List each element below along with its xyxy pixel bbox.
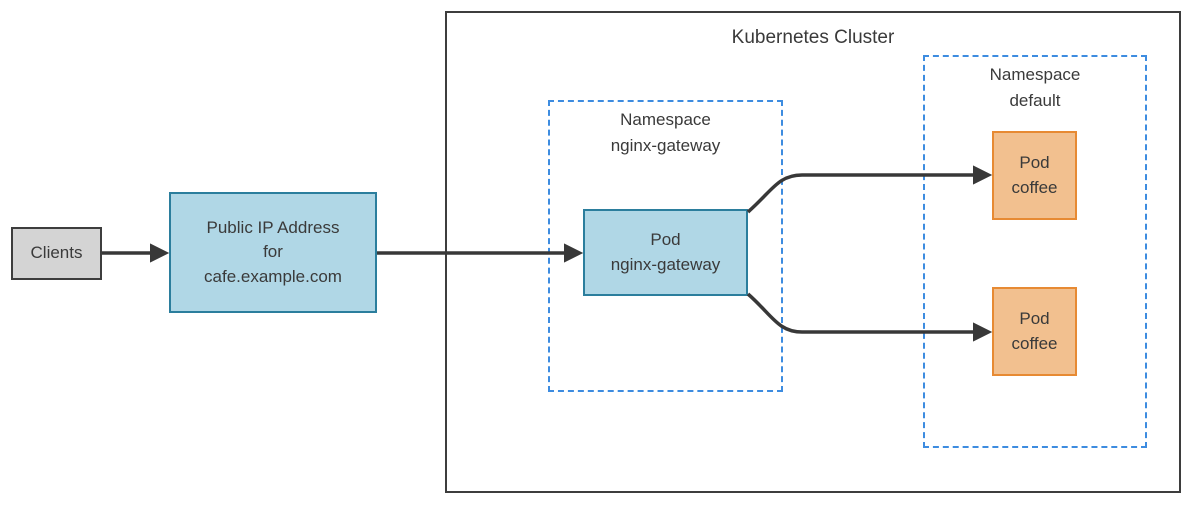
pod-coffee-node-1: Pod coffee xyxy=(992,131,1077,220)
kubernetes-cluster-title: Kubernetes Cluster xyxy=(731,27,895,48)
pod-nginx-gateway-node: Pod nginx-gateway xyxy=(583,209,748,296)
namespace-default-box: Namespace default xyxy=(923,55,1147,448)
namespace-nginx-gateway-box: Namespace nginx-gateway xyxy=(548,100,783,392)
namespace-nginx-gateway-title: Namespace nginx-gateway xyxy=(610,110,721,156)
clients-node: Clients xyxy=(11,227,102,280)
namespace-default-title: Namespace default xyxy=(989,65,1081,111)
public-ip-node: Public IP Address for cafe.example.com xyxy=(169,192,377,313)
pod-coffee-node-2: Pod coffee xyxy=(992,287,1077,376)
